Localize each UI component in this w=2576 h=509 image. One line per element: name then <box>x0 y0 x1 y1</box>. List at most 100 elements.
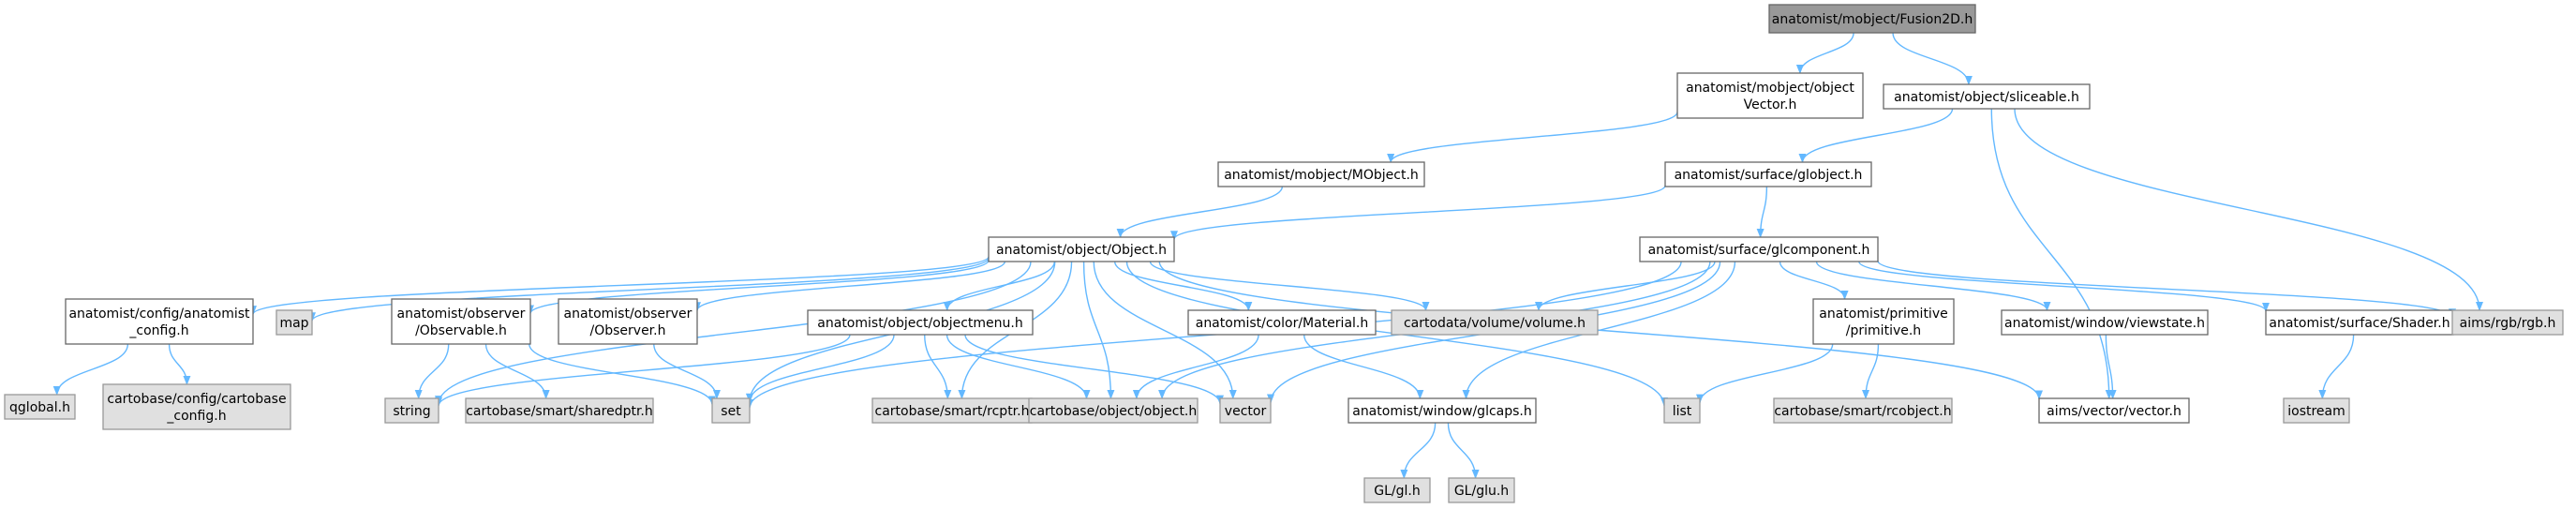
node-gluh: GL/glu.h <box>1448 477 1515 503</box>
node-box-primitive <box>1812 298 1955 345</box>
node-box-sharedptr <box>465 397 654 424</box>
edge-objectmenu-to-rcptr <box>924 334 952 399</box>
node-box-objectvector <box>1676 72 1864 119</box>
node-box-shader <box>2265 309 2454 336</box>
edge-object-to-cbobject <box>1082 261 1115 399</box>
edge-object-to-volume <box>1149 261 1430 311</box>
node-label-object: anatomist/object/Object.h <box>996 243 1167 258</box>
node-label-aimsvector: aims/vector/vector.h <box>2047 404 2181 419</box>
node-label-observer: /Observer.h <box>590 323 666 338</box>
node-glcaps[interactable]: anatomist/window/glcaps.h <box>1348 397 1537 424</box>
node-box-globject <box>1664 161 1872 187</box>
node-shader[interactable]: anatomist/surface/Shader.h <box>2265 309 2454 336</box>
edge-object-to-map <box>308 257 990 322</box>
node-label-observer: anatomist/observer <box>564 307 692 322</box>
node-rcptr: cartobase/smart/rcptr.h <box>871 397 1033 424</box>
node-label-globject: anatomist/surface/globject.h <box>1675 168 1863 183</box>
node-anaconfig[interactable]: anatomist/config/anatomist_config.h <box>65 298 254 345</box>
edge-objectmenu-to-set <box>746 334 895 403</box>
node-label-rcptr: cartobase/smart/rcptr.h <box>875 404 1030 419</box>
edge-primitive-to-list <box>1696 343 1834 404</box>
node-box-rcptr <box>871 397 1033 424</box>
node-aimsvector[interactable]: aims/vector/vector.h <box>2038 397 2190 424</box>
node-observer[interactable]: anatomist/observer/Observer.h <box>558 298 698 345</box>
edge-object-to-material <box>1113 261 1253 311</box>
node-observable[interactable]: anatomist/observer/Observable.h <box>391 298 531 345</box>
node-objectmenu[interactable]: anatomist/object/objectmenu.h <box>807 309 1034 336</box>
node-label-volume: cartodata/volume/volume.h <box>1404 316 1586 331</box>
node-box-cbconfig <box>102 383 291 430</box>
node-rcobject: cartobase/smart/rcobject.h <box>1773 397 1953 424</box>
edge-objectmenu-to-cbobject <box>946 334 1091 399</box>
edge-object-to-objectmenu <box>943 261 1056 311</box>
node-map: map <box>275 309 313 336</box>
node-cbconfig: cartobase/config/cartobase _config.h <box>102 383 291 430</box>
node-label-gluh: GL/glu.h <box>1454 484 1509 499</box>
node-label-anaconfig: anatomist/config/anatomist <box>68 307 250 322</box>
node-material[interactable]: anatomist/color/Material.h <box>1187 309 1377 336</box>
edge-globject-to-glcomponent <box>1756 186 1768 238</box>
edge-observable-to-string <box>414 343 450 399</box>
node-box-glh <box>1363 477 1431 503</box>
node-label-glcaps: anatomist/window/glcaps.h <box>1352 404 1532 419</box>
node-label-objectmenu: anatomist/object/objectmenu.h <box>817 316 1022 331</box>
node-label-map: map <box>279 316 308 331</box>
node-label-material: anatomist/color/Material.h <box>1196 316 1369 331</box>
node-label-viewstate: anatomist/window/viewstate.h <box>2004 316 2205 331</box>
node-viewstate[interactable]: anatomist/window/viewstate.h <box>2001 309 2209 336</box>
node-label-primitive: anatomist/primitive <box>1819 307 1947 322</box>
node-label-sharedptr: cartobase/smart/sharedptr.h <box>466 404 653 419</box>
edge-sliceable-to-rgb <box>2014 108 2483 311</box>
node-glcomponent[interactable]: anatomist/surface/glcomponent.h <box>1639 236 1879 262</box>
edge-glcomponent-to-rgb <box>1877 260 2456 319</box>
node-volume: cartodata/volume/volume.h <box>1391 309 1599 336</box>
edge-glcomponent-to-viewstate <box>1815 261 2051 311</box>
node-label-cbobject: cartobase/object/object.h <box>1030 404 1198 419</box>
node-box-gluh <box>1448 477 1515 503</box>
node-label-cbconfig: cartobase/config/cartobase <box>107 392 286 407</box>
node-mobject[interactable]: anatomist/mobject/MObject.h <box>1217 161 1425 187</box>
node-box-cbobject <box>1028 397 1199 424</box>
node-label-objectvector: Vector.h <box>1744 97 1797 112</box>
node-box-iostream <box>2283 397 2350 424</box>
node-label-glh: GL/gl.h <box>1374 484 1420 499</box>
edge-object-to-string <box>435 261 1032 406</box>
node-box-viewstate <box>2001 309 2209 336</box>
edge-observable-to-set <box>529 343 716 406</box>
edge-observer-to-set <box>653 343 721 399</box>
edge-viewstate-to-aimsvector <box>2105 334 2117 399</box>
edge-primitive-to-rcobject <box>1862 343 1880 399</box>
node-iostream: iostream <box>2283 397 2350 424</box>
node-box-sliceable <box>1883 83 2091 110</box>
node-box-glcaps <box>1348 397 1537 424</box>
node-fusion2d: anatomist/mobject/Fusion2D.h <box>1768 4 1976 34</box>
edge-glcomponent-to-primitive <box>1779 261 1849 300</box>
node-box-material <box>1187 309 1377 336</box>
node-label-fusion2d: anatomist/mobject/Fusion2D.h <box>1772 12 1973 27</box>
node-primitive[interactable]: anatomist/primitive/primitive.h <box>1812 298 1955 345</box>
node-string: string <box>384 397 439 424</box>
edge-sliceable-to-aimsvector <box>1990 108 2113 399</box>
node-label-list: list <box>1673 404 1692 419</box>
nodes-layer: anatomist/mobject/Fusion2D.h anatomist/mo… <box>4 4 2564 503</box>
node-globject[interactable]: anatomist/surface/globject.h <box>1664 161 1872 187</box>
node-box-map <box>275 309 313 336</box>
node-box-observable <box>391 298 531 345</box>
node-label-cbconfig: _config.h <box>166 409 226 424</box>
node-label-rgb: aims/rgb/rgb.h <box>2460 316 2556 331</box>
node-label-anaconfig: _config.h <box>128 323 188 338</box>
node-vector: vector <box>1219 397 1272 424</box>
node-list: list <box>1663 397 1701 424</box>
node-box-mobject <box>1217 161 1425 187</box>
edge-glcomponent-to-volume <box>1535 261 1716 311</box>
node-label-observable: /Observable.h <box>415 323 507 338</box>
edge-sliceable-to-globject <box>1798 108 1954 163</box>
node-sliceable[interactable]: anatomist/object/sliceable.h <box>1883 83 2091 110</box>
edge-objectmenu-to-string <box>435 334 851 408</box>
node-box-object <box>988 236 1175 262</box>
node-qglobal: qglobal.h <box>4 394 76 420</box>
node-box-rgb <box>2451 309 2564 336</box>
edge-anaconfig-to-cbconfig <box>168 343 191 385</box>
node-object[interactable]: anatomist/object/Object.h <box>988 236 1175 262</box>
